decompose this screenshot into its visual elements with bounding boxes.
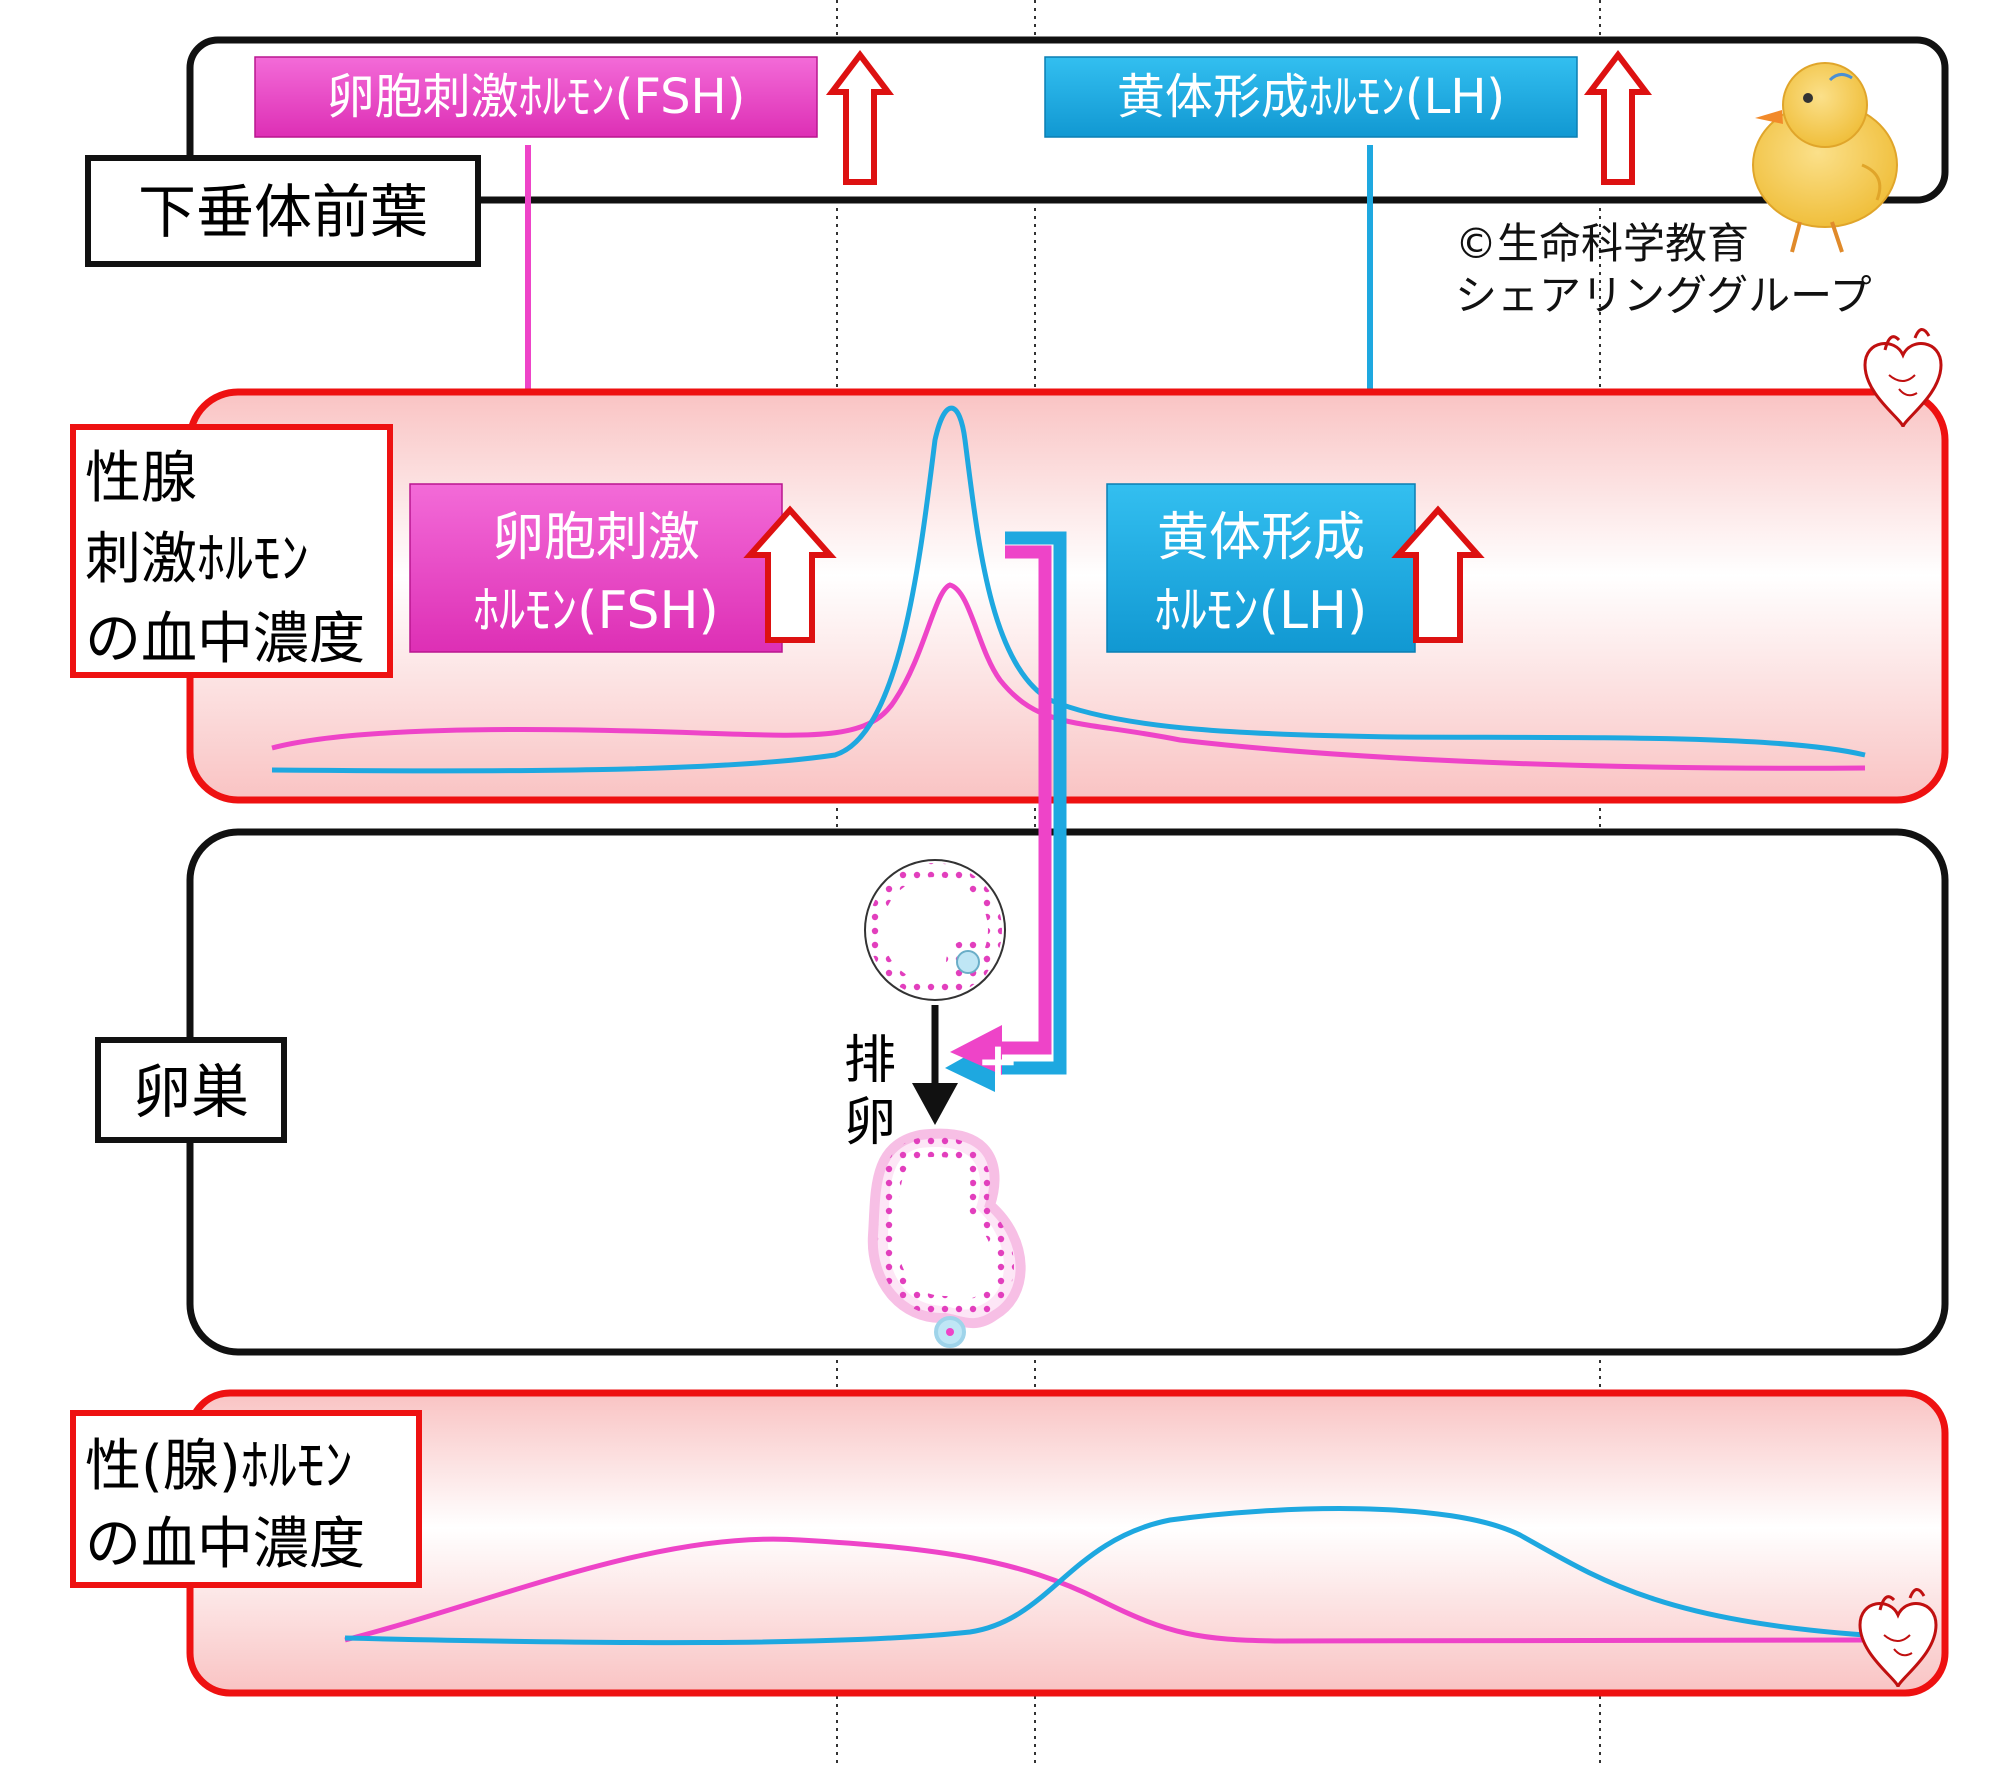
ovary-panel <box>186 828 1949 1356</box>
svg-text:ﾎﾙﾓﾝ(LH): ﾎﾙﾓﾝ(LH) <box>1155 581 1368 641</box>
svg-text:刺激ﾎﾙﾓﾝ: 刺激ﾎﾙﾓﾝ <box>85 527 309 592</box>
sex-hormone-blood-panel <box>186 1389 1949 1697</box>
ovulation-arrowhead <box>912 1083 958 1125</box>
heart-icon <box>1863 328 1943 428</box>
fsh-feedback-arrowhead <box>950 1025 1002 1075</box>
estrogen-curve <box>344 1536 1866 1644</box>
corpus-luteum-icon <box>867 1128 1026 1348</box>
lh-feedback-line <box>990 531 1067 1075</box>
gonadotropin-label: 性腺 刺激ﾎﾙﾓﾝ の血中濃度 <box>70 424 393 678</box>
heart-icon <box>1858 1588 1938 1688</box>
up-arrow-icon <box>1391 505 1485 643</box>
ovulation-label-2: 卵 <box>844 1093 896 1153</box>
fsh-feedback-line <box>985 545 1052 1055</box>
ovulation-label-1: 排 <box>844 1031 896 1091</box>
svg-text:黄体形成ﾎﾙﾓﾝ(LH): 黄体形成ﾎﾙﾓﾝ(LH) <box>1117 69 1505 125</box>
pituitary-label: 下垂体前葉 <box>85 155 481 267</box>
svg-text:の血中濃度: の血中濃度 <box>85 607 365 672</box>
credit-line1: ©生命科学教育 <box>1455 219 1749 268</box>
up-arrow-icon <box>825 50 895 185</box>
svg-text:卵巣: 卵巣 <box>133 1058 249 1126</box>
svg-text:卵胞刺激: 卵胞刺激 <box>492 508 700 568</box>
follicle-icon <box>864 859 1006 1001</box>
svg-text:黄体形成: 黄体形成 <box>1157 508 1365 568</box>
fsh-label-top: 卵胞刺激ﾎﾙﾓﾝ(FSH) <box>254 56 818 138</box>
svg-text:性腺: 性腺 <box>85 446 197 511</box>
feedback-plus-sign: + <box>977 1032 1019 1090</box>
lh-blood-curve <box>271 405 1866 774</box>
svg-text:下垂体前葉: 下垂体前葉 <box>138 178 428 246</box>
up-arrow-icon <box>1583 50 1653 185</box>
sex-hormone-label: 性(腺)ﾎﾙﾓﾝ の血中濃度 <box>70 1410 422 1588</box>
fsh-label-blood: 卵胞刺激 ﾎﾙﾓﾝ(FSH) <box>409 483 783 653</box>
lh-label-blood: 黄体形成 ﾎﾙﾓﾝ(LH) <box>1106 483 1416 653</box>
svg-text:性(腺)ﾎﾙﾓﾝ: 性(腺)ﾎﾙﾓﾝ <box>85 1434 353 1499</box>
credit-line2: シェアリンググループ <box>1455 271 1872 320</box>
svg-text:ﾎﾙﾓﾝ(FSH): ﾎﾙﾓﾝ(FSH) <box>473 581 719 641</box>
progesterone-curve <box>344 1506 1866 1646</box>
ovary-label: 卵巣 <box>95 1037 287 1143</box>
fsh-blood-curve <box>271 582 1866 771</box>
up-arrow-icon <box>743 505 837 643</box>
svg-text:卵胞刺激ﾎﾙﾓﾝ(FSH): 卵胞刺激ﾎﾙﾓﾝ(FSH) <box>327 69 746 125</box>
chick-icon <box>1752 62 1898 253</box>
lh-label-top: 黄体形成ﾎﾙﾓﾝ(LH) <box>1044 56 1578 138</box>
svg-text:の血中濃度: の血中濃度 <box>85 1512 365 1577</box>
